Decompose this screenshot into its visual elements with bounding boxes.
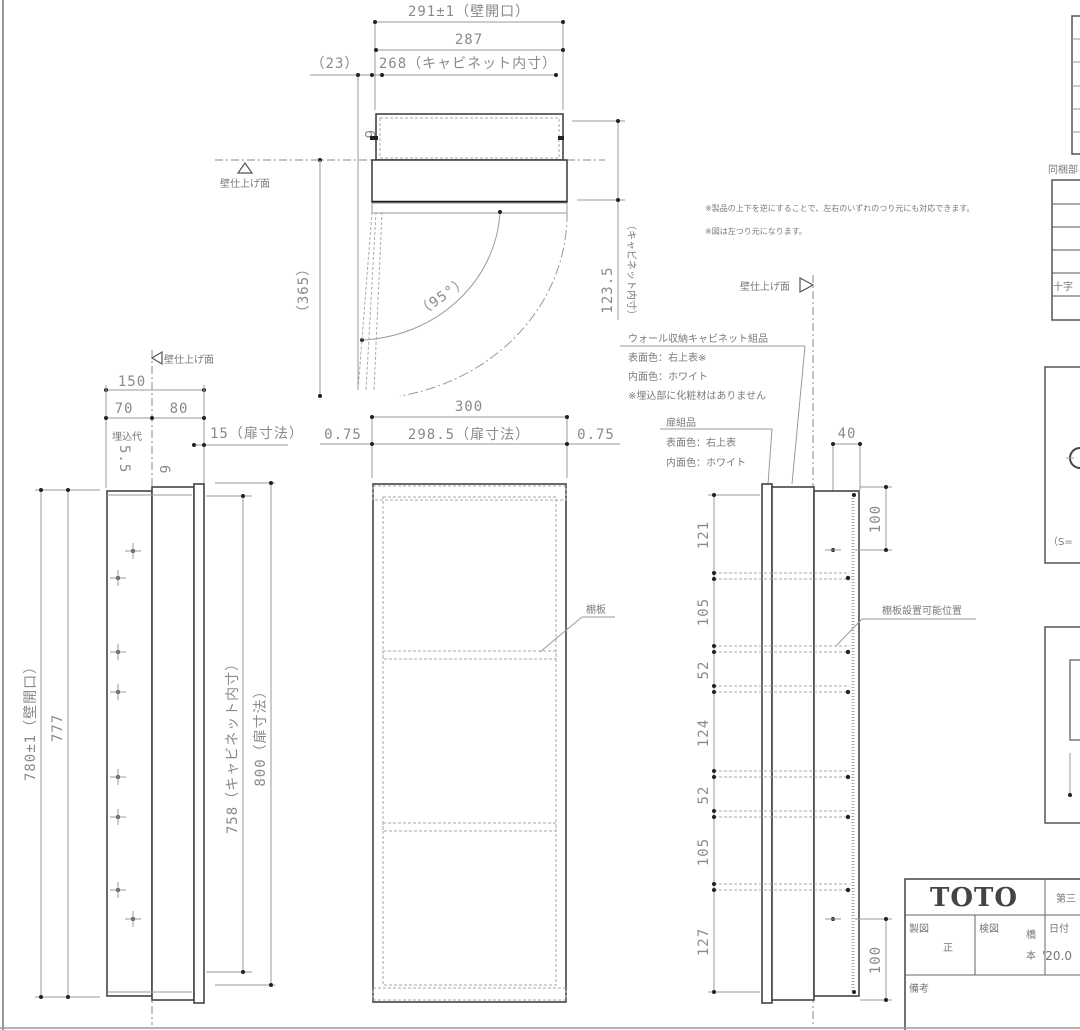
brand-logo: TOTO [930,883,1018,913]
wall-finish-triangle-icon [799,276,815,294]
screw-markers [110,543,141,927]
remarks-label: 備考 [909,982,929,995]
dim-wall-opening-width: 291±1（壁開口） [408,4,530,20]
side-view-right: 壁仕上げ面 ウォール収納キャビネット組品 表面色：右上表※ 内面色：ホワイト ※… [620,275,976,1025]
dim-pitch-5: 52 [696,786,712,805]
checked-label: 検図 [979,922,999,935]
wall-finish-label-left: 壁仕上げ面 [164,353,214,366]
door-assembly-title: 扉組品 [666,416,696,429]
dim-pitch-6: 105 [696,838,712,866]
dim-cabinet-inner-height: 758（キャビネット内寸） [225,656,241,834]
note-left-hinge: ※図は左つり元になります。 [705,226,807,236]
cabinet-assembly-line-3: ※埋込部に化粧材はありません [628,389,766,402]
scale-label: （S= [1048,536,1073,548]
dim-pitch-1: 121 [696,521,712,549]
cabinet-assembly-line-1: 表面色：右上表※ [628,351,706,364]
date-value: '20.0 [1042,949,1072,963]
shelf-positions [714,572,851,893]
dim-cabinet-inner-depth-label: （キャビネット内寸） [625,220,638,320]
dim-inner-height: 777 [50,714,66,742]
title-block: TOTO 第三 製図 正 検図 橋 本 日付 '20.0 備考 [904,878,1080,1030]
title-partial: 第三 [1056,892,1076,905]
dim-pitch-7: 127 [696,928,712,956]
dim-pitch-4: 124 [696,719,712,747]
note-hinge-reversible: ※製品の上下を逆にすることで、左右のいずれのつり元にも対応できます。 [705,203,974,213]
dim-door-thickness: 15（扉寸法） [210,426,304,442]
dim-gap-left: 0.75 [324,427,362,443]
side-view-left: 壁仕上げ面 150 70 80 埋込代 15（扉寸法） 5.5 6 [23,350,304,1025]
dim-gap-right: 0.75 [577,427,615,443]
dim-embed-depth: 70 [115,401,134,417]
wall-finish-triangle-icon [150,350,163,366]
wall-finish-triangle-icon [236,161,254,174]
right-panels: 同梱部 十字 （S= [1044,15,1080,824]
dim-total-depth: 150 [118,374,146,390]
drawn-by: 正 [943,943,953,954]
dim-top-hinge: 100 [868,505,884,533]
dim-pitch-2: 105 [696,598,712,626]
checked-by-2: 本 [1026,949,1036,962]
wall-finish-label-right: 壁仕上げ面 [740,280,790,293]
dim-wall-opening-height: 780±1（壁開口） [23,659,39,781]
parts-row-label: 十字 [1053,280,1073,293]
cabinet-assembly-title: ウォール収納キャビネット組品 [628,332,768,345]
dim-hinge-offset: 40 [838,426,857,442]
date-label: 日付 [1049,922,1069,935]
wall-finish-label-top: 壁仕上げ面 [220,177,270,190]
dim-overall-width: 287 [455,32,483,48]
top-view: 291±1（壁開口） 287 （23） 268（キャビネット内寸） 6 壁仕上げ… [215,4,638,398]
dim-front-overall-width: 300 [455,399,483,415]
dim-flange-top: 6 [361,130,377,139]
dim-door-height: 800（扉寸法） [253,683,269,786]
door-assembly-line-2: 内面色：ホワイト [666,456,746,469]
dim-top-gap: 5.5 [116,445,132,473]
cabinet-assembly-line-2: 内面色：ホワイト [628,370,708,383]
parts-table-label: 同梱部 [1048,163,1078,176]
dim-projection: 80 [170,401,189,417]
dim-door-swing: （365） [296,261,312,319]
shelf-position-label: 棚板設置可能位置 [882,604,962,617]
door-assembly-line-1: 表面色：右上表 [666,436,736,449]
dim-cabinet-inner-depth: 123.5 [600,266,616,313]
shelf-label: 棚板 [586,603,606,616]
front-view: 300 0.75 298.5（扉寸法） 0.75 棚板 [320,399,620,1003]
dim-pitch-3: 52 [696,661,712,680]
dim-cabinet-inner-width: 268（キャビネット内寸） [379,56,557,72]
label-embed: 埋込代 [112,431,142,443]
checked-by-1: 橋 [1026,928,1036,941]
dim-door-width: 298.5（扉寸法） [408,427,530,443]
dim-offset: （23） [311,56,360,72]
dim-flange-left: 6 [156,465,172,474]
drawn-label: 製図 [909,922,929,935]
dim-bottom-hinge: 100 [868,946,884,974]
